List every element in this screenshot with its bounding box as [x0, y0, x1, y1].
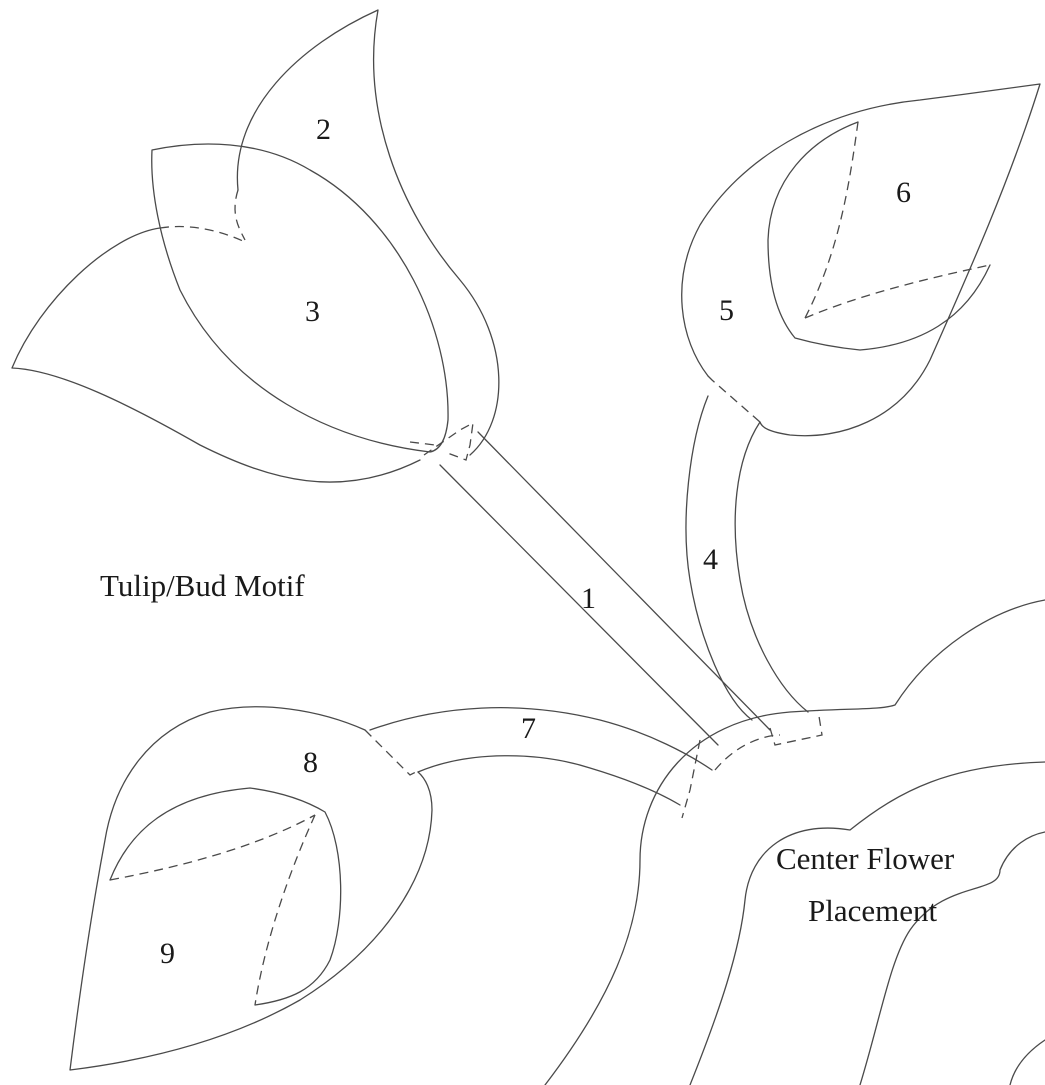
center-caption-line1: Center Flower: [776, 841, 955, 876]
piece-2-petal: [234, 9, 500, 456]
piece-8-bud-base: [69, 706, 433, 1071]
piece-label-5: 5: [719, 294, 734, 327]
piece-label-2: 2: [316, 113, 331, 146]
piece-label-8: 8: [303, 746, 318, 779]
piece-1-stem: [439, 431, 771, 746]
piece-label-6: 6: [896, 176, 911, 209]
piece-label-1: 1: [581, 582, 596, 615]
center-flower-outline: [544, 599, 1045, 1085]
piece-6-bud-tip: [767, 121, 991, 351]
piece-label-3: 3: [305, 295, 320, 328]
piece-3-petal: [11, 143, 449, 483]
piece-label-4: 4: [703, 543, 718, 576]
tulip-base-notch: [423, 421, 474, 461]
center-caption-line2: Placement: [808, 893, 938, 928]
piece-4-stem: [685, 375, 823, 746]
piece-7-stem: [364, 707, 781, 819]
piece-label-9: 9: [160, 937, 175, 970]
piece-5-bud-base: [681, 83, 1041, 437]
piece-9-bud-tip: [109, 787, 342, 1006]
motif-caption: Tulip/Bud Motif: [100, 568, 305, 603]
piece-label-7: 7: [521, 712, 536, 745]
